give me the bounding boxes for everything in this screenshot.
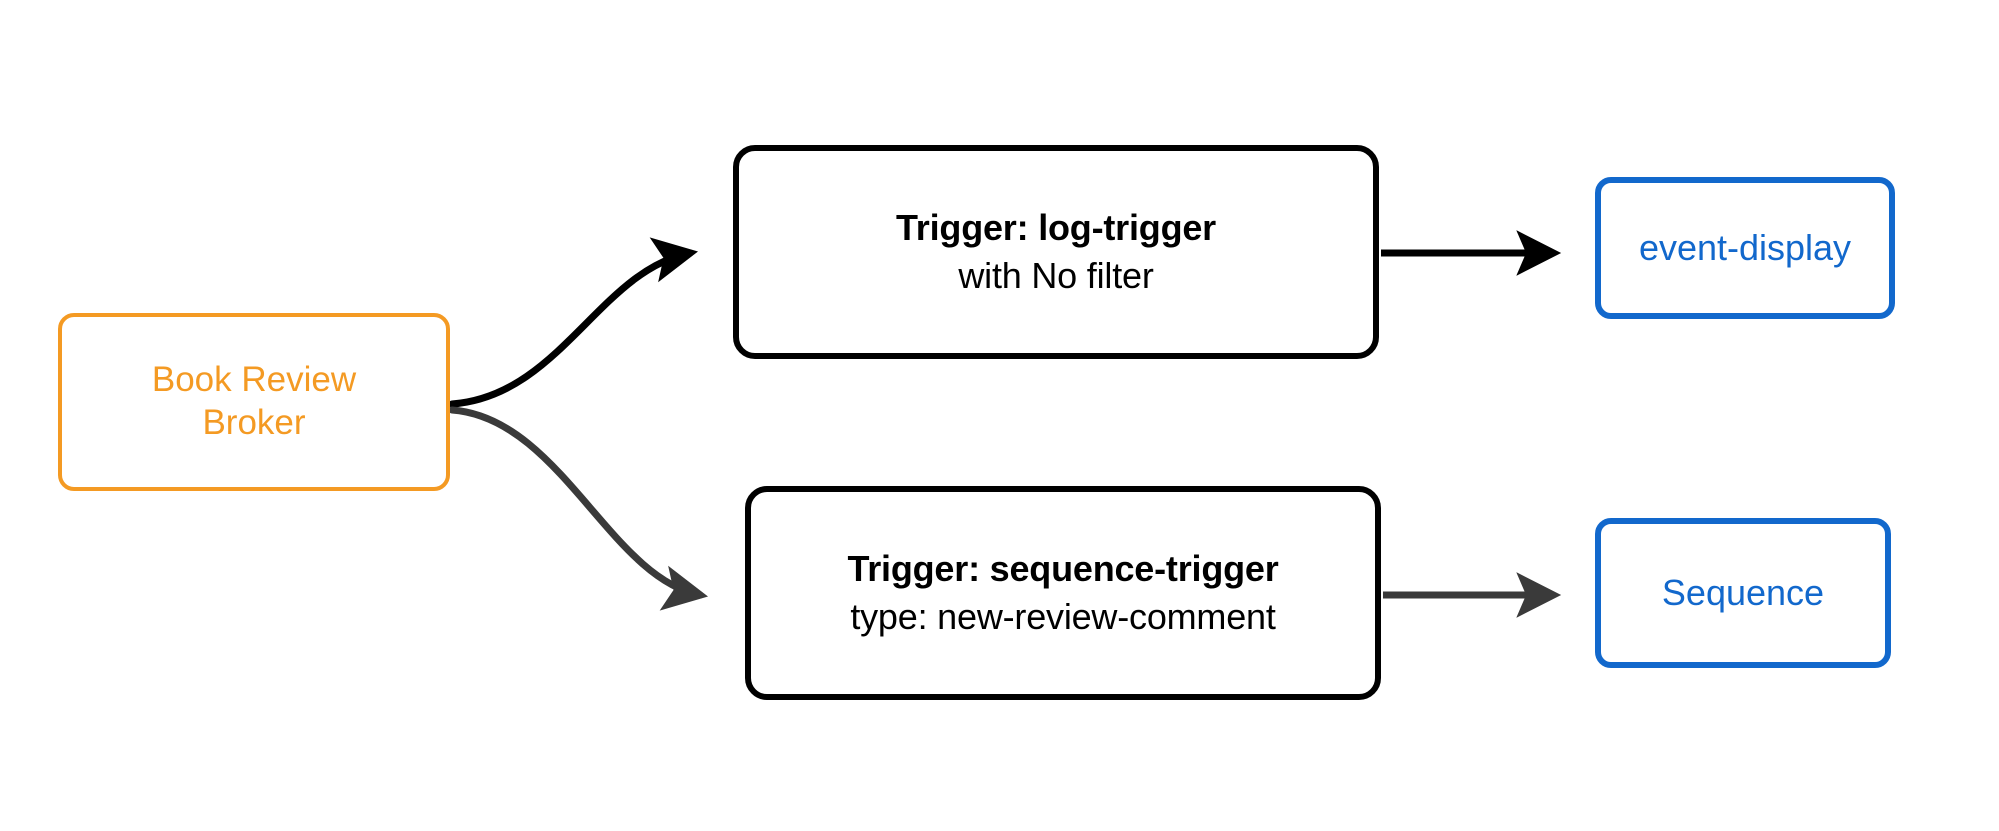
broker-label-line1: Book Review xyxy=(151,360,357,400)
node-trigger-log-trigger[interactable]: Trigger: log-trigger with No filter xyxy=(733,145,1379,359)
trigger-log-title: Trigger: log-trigger xyxy=(895,207,1216,249)
node-book-review-broker[interactable]: Book Review Broker xyxy=(58,313,450,491)
trigger-log-subtitle: with No filter xyxy=(958,255,1154,296)
trigger-sequence-subtitle: type: new-review-comment xyxy=(850,596,1276,637)
node-sequence[interactable]: Sequence xyxy=(1595,518,1891,668)
event-display-label: event-display xyxy=(1638,227,1852,269)
sequence-label: Sequence xyxy=(1661,572,1825,614)
trigger-sequence-title: Trigger: sequence-trigger xyxy=(847,548,1279,590)
edge-broker-to-sequence-trigger xyxy=(448,406,709,611)
node-event-display[interactable]: event-display xyxy=(1595,177,1895,319)
edge-broker-to-log-trigger xyxy=(448,237,699,408)
broker-label-line2: Broker xyxy=(202,403,306,442)
node-trigger-sequence-trigger[interactable]: Trigger: sequence-trigger type: new-revi… xyxy=(745,486,1381,700)
